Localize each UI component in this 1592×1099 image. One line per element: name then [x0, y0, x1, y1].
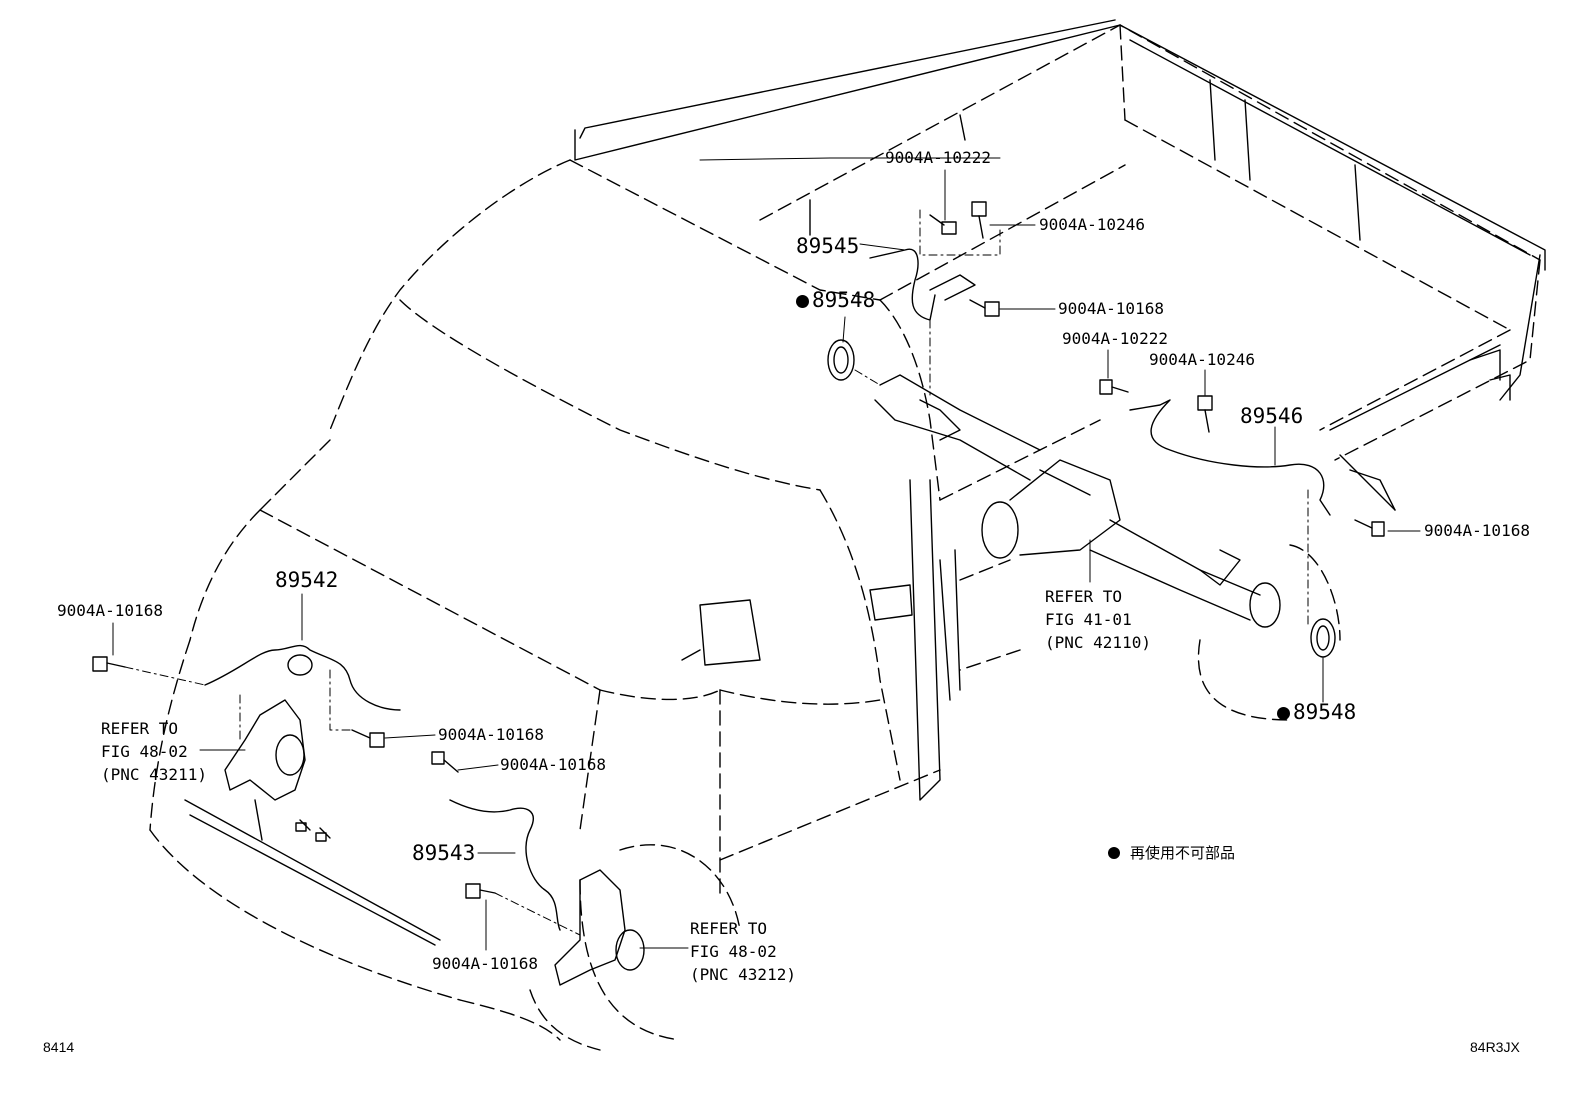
oil-seal-89548 [827, 339, 1336, 658]
bolt-label-10246-mid: 9004A-10246 [1149, 350, 1255, 369]
part-number-89548-top-text: 89548 [812, 288, 876, 312]
legend: 再使用不可部品 [1108, 846, 1235, 861]
truck-body-outline [149, 24, 1541, 1051]
refer-fig: FIG 41-01 [1045, 610, 1132, 629]
refer-to-left-knuckle: REFER TO FIG 48-02 (PNC 43211) [101, 717, 207, 786]
part-number-89546: 89546 [1240, 404, 1304, 428]
refer-pnc: (PNC 42110) [1045, 633, 1151, 652]
refer-fig: FIG 48-02 [690, 942, 777, 961]
refer-to-axle: REFER TO FIG 41-01 (PNC 42110) [1045, 585, 1151, 654]
steering-knuckles [224, 699, 645, 986]
bolt-label-10168-right: 9004A-10168 [1424, 521, 1530, 540]
bolt-label-10222-mid: 9004A-10222 [1062, 329, 1168, 348]
part-number-89542: 89542 [275, 568, 339, 592]
alignment-lines [124, 209, 1309, 936]
footer-right-code: 84R3JX [1470, 1039, 1520, 1055]
bolt-label-10168-center-2: 9004A-10168 [500, 755, 606, 774]
refer-pnc: (PNC 43211) [101, 765, 207, 784]
bolts [92, 201, 1385, 899]
non-reusable-bullet-icon [1277, 707, 1290, 720]
rear-axle-housing [874, 374, 1281, 628]
refer-line: REFER TO [1045, 587, 1123, 606]
part-number-89543: 89543 [412, 841, 476, 865]
bolt-label-10168-center-1: 9004A-10168 [438, 725, 544, 744]
part-number-89545: 89545 [796, 234, 860, 258]
bolt-label-10222-top: 9004A-10222 [885, 148, 991, 167]
refer-pnc: (PNC 43212) [690, 965, 796, 984]
refer-line: REFER TO [690, 919, 768, 938]
refer-to-right-knuckle: REFER TO FIG 48-02 (PNC 43212) [690, 917, 796, 986]
abs-sensor-wires [204, 248, 1331, 931]
legend-text: 再使用不可部品 [1130, 844, 1236, 862]
part-number-89548-bottom-text: 89548 [1293, 700, 1357, 724]
legend-bullet-icon [1108, 847, 1120, 859]
bolt-label-10246-top: 9004A-10246 [1039, 215, 1145, 234]
side-mirror [681, 584, 913, 666]
part-number-89548-top: 89548 [796, 290, 875, 311]
footer-left-code: 8414 [43, 1039, 75, 1055]
bolt-label-10168-left: 9004A-10168 [57, 601, 163, 620]
bolt-label-10168-bottom: 9004A-10168 [432, 954, 538, 973]
leader-lines [112, 157, 1421, 951]
bolt-label-10168-top: 9004A-10168 [1058, 299, 1164, 318]
refer-line: REFER TO [101, 719, 179, 738]
part-number-89548-bottom: 89548 [1277, 702, 1356, 723]
cargo-bed-rails [574, 19, 1546, 801]
front-grille [184, 799, 441, 946]
non-reusable-bullet-icon [796, 295, 809, 308]
refer-fig: FIG 48-02 [101, 742, 188, 761]
